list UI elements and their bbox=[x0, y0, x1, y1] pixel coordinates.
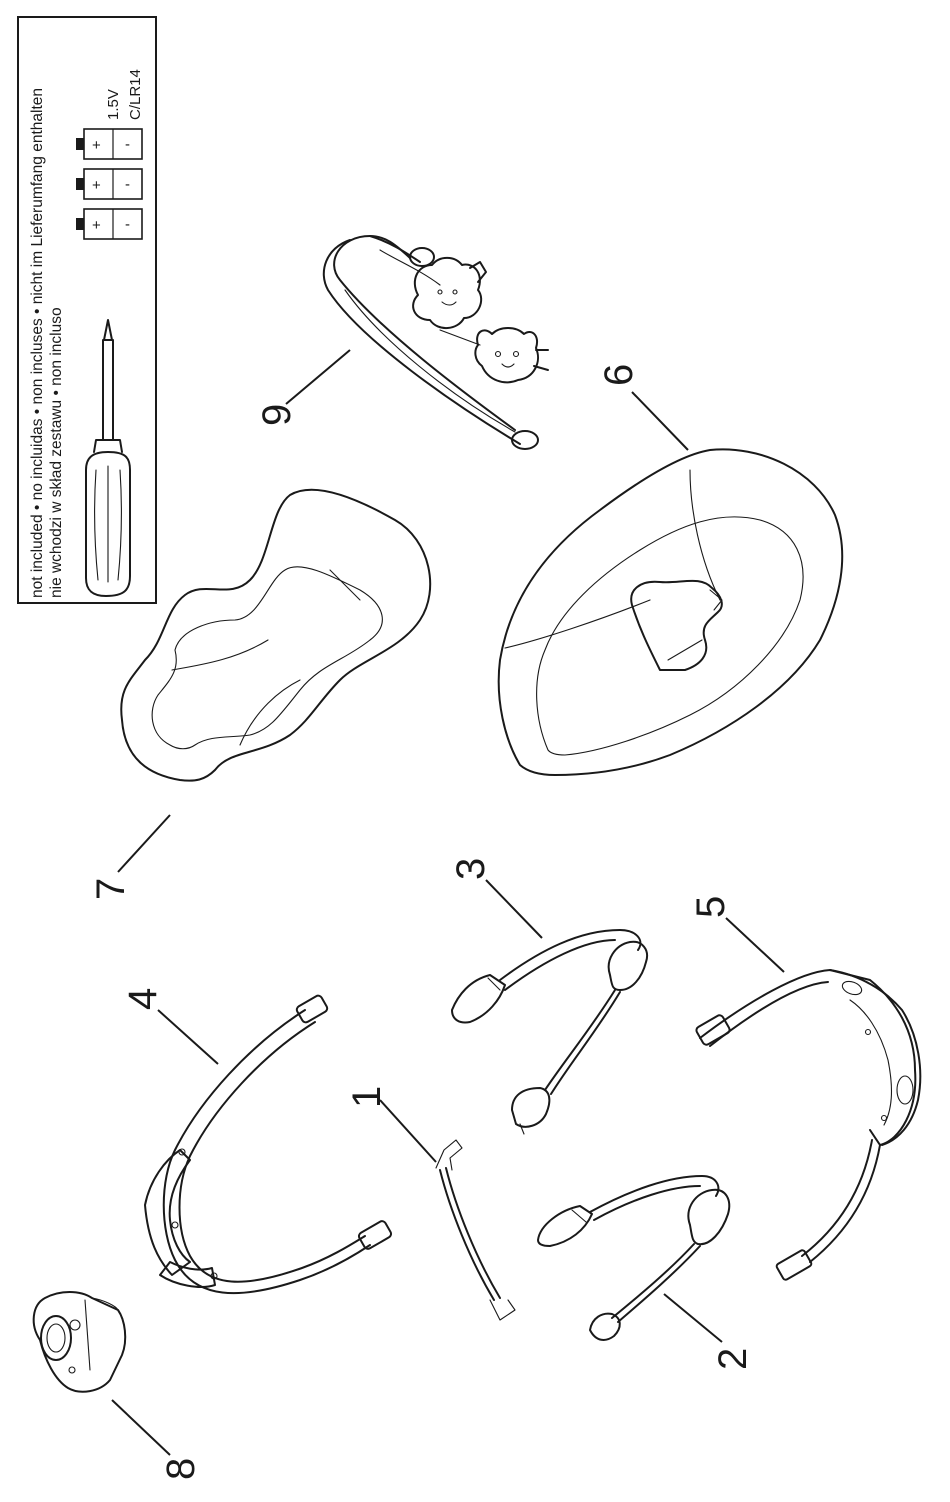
part-2-rocker-arm: 2 bbox=[538, 1176, 755, 1370]
not-included-line1: not included • no incluidas • non inclus… bbox=[29, 88, 46, 598]
toy-cat-icon bbox=[475, 328, 548, 382]
label-3: 3 bbox=[449, 858, 493, 880]
battery-group: +-+-+- bbox=[76, 129, 142, 239]
battery-minus-label: - bbox=[125, 136, 130, 153]
part-1-rod: 1 bbox=[345, 1086, 515, 1320]
battery-plus-label: + bbox=[92, 217, 101, 234]
label-2: 2 bbox=[711, 1348, 755, 1370]
part-8-motor-unit: 8 bbox=[34, 1292, 203, 1480]
battery-icon: +- bbox=[76, 209, 142, 239]
battery-voltage: 1.5V bbox=[105, 89, 122, 120]
battery-icon: +- bbox=[76, 169, 142, 199]
battery-icon: +- bbox=[76, 129, 142, 159]
not-included-box: not included • no incluidas • non inclus… bbox=[18, 17, 156, 603]
part-9-toy-bar: 9 bbox=[255, 236, 548, 449]
not-included-line2: nie wchodzi w skład zestawu • non inclus… bbox=[48, 307, 65, 598]
label-6: 6 bbox=[597, 364, 641, 386]
label-9: 9 bbox=[255, 404, 299, 426]
part-4-leg-frame: 4 bbox=[121, 988, 392, 1293]
label-8: 8 bbox=[159, 1458, 203, 1480]
label-4: 4 bbox=[121, 988, 165, 1010]
battery-plus-label: + bbox=[92, 137, 101, 154]
part-3-rocker-arm: 3 bbox=[449, 858, 647, 1134]
label-7: 7 bbox=[89, 878, 133, 900]
label-1: 1 bbox=[345, 1086, 389, 1108]
battery-minus-label: - bbox=[125, 216, 130, 233]
label-5: 5 bbox=[689, 896, 733, 918]
battery-minus-label: - bbox=[125, 176, 130, 193]
battery-plus-label: + bbox=[92, 177, 101, 194]
battery-type: C/LR14 bbox=[127, 69, 144, 120]
toy-lion-icon bbox=[413, 258, 486, 328]
part-6-seat-cover: 6 bbox=[499, 364, 843, 775]
